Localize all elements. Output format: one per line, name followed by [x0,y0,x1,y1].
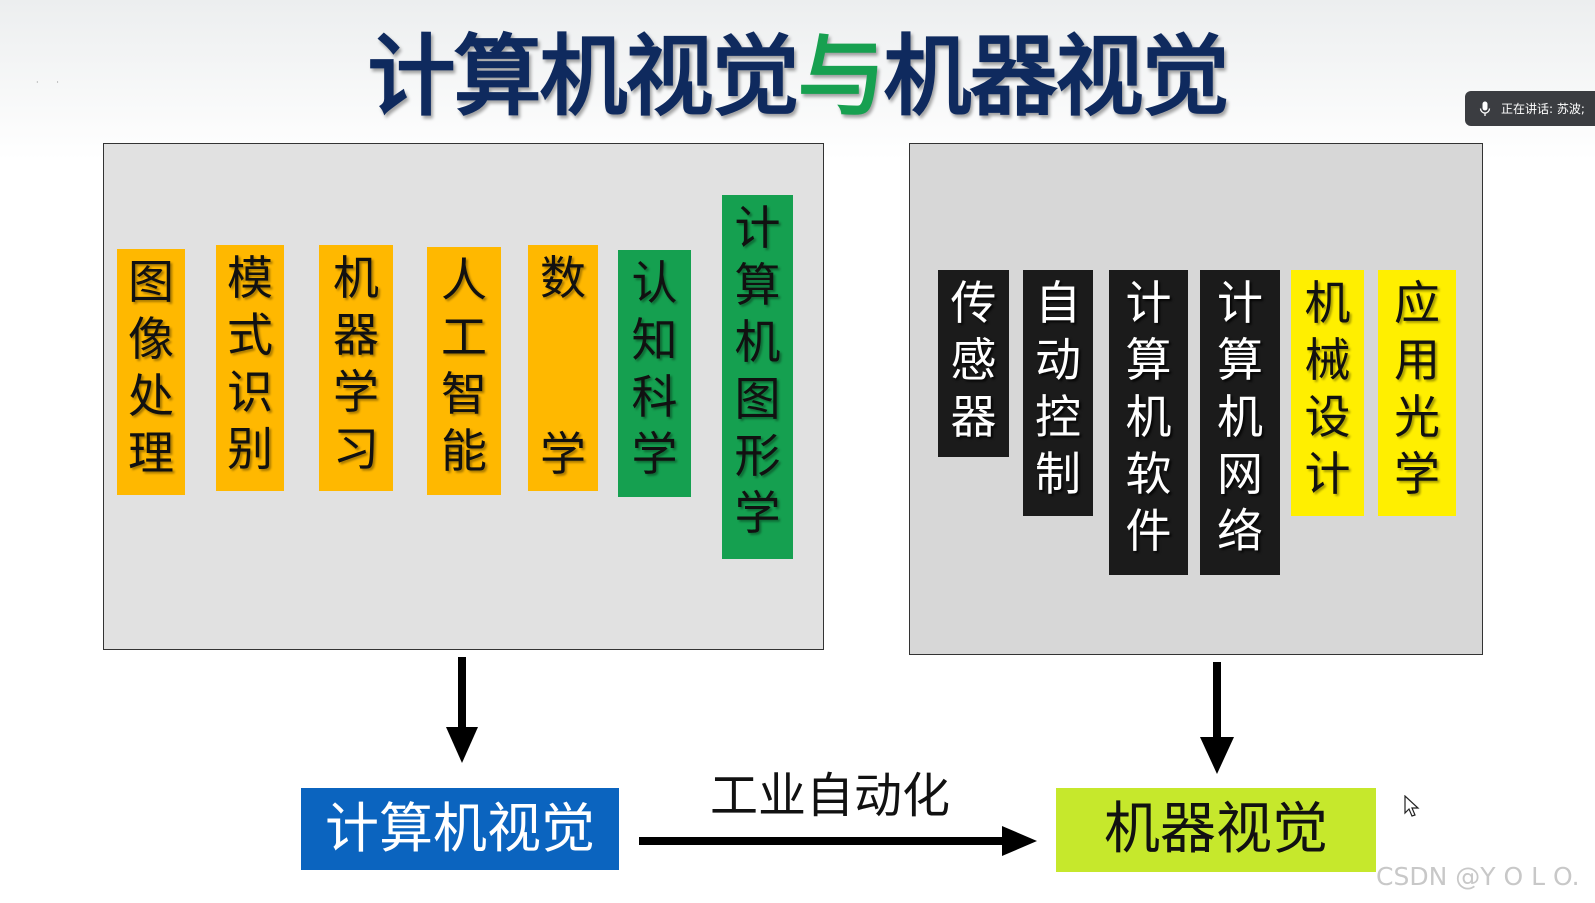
field-char: 传 [950,276,997,330]
field-char: 学 [333,365,379,419]
field-char: 设 [1304,390,1351,444]
field-char: 动 [1035,333,1081,387]
field-char: 学 [631,427,678,481]
field-char: 学 [734,486,781,540]
field-box: 机器学习 [319,245,393,491]
field-char: 械 [1304,333,1351,387]
field-char: 感 [950,333,997,387]
field-char: 机 [333,251,379,305]
field-box: 模式识别 [216,245,284,491]
field-box: 计算机软件 [1109,270,1188,575]
field-char: 算 [734,258,781,312]
field-char: 人 [441,253,487,307]
field-char: 软 [1125,447,1172,501]
field-char: 应 [1394,276,1440,330]
field-char: 计 [1304,447,1351,501]
title-machine-vision: 机器视觉 [883,25,1230,128]
field-char: 工 [441,310,487,364]
field-char: 用 [1394,333,1440,387]
arrow-right-automation [639,826,1037,856]
decorative-dots: · · [36,78,59,87]
field-char: 学 [540,427,586,481]
field-char: 控 [1035,390,1081,444]
field-char: 机 [1125,390,1172,444]
field-char: 网 [1217,447,1263,501]
field-char: 计 [1217,276,1263,330]
field-char: 器 [950,390,997,444]
field-char: 形 [734,429,781,483]
field-char: 数 [540,251,586,305]
speaking-indicator: 正在讲话: 苏波; [1465,91,1595,126]
field-box: 机械设计 [1291,270,1364,516]
field-char: 络 [1217,504,1263,558]
field-char: 科 [631,370,678,424]
field-box: 传感器 [938,270,1009,457]
field-char: 器 [333,308,379,362]
field-char: 图 [128,255,174,309]
industrial-automation-label: 工业自动化 [709,768,950,824]
field-char: 计 [734,201,781,255]
field-char: 式 [227,308,273,362]
field-char: 识 [227,365,273,419]
computer-vision-box: 计算机视觉 [301,788,619,870]
field-char: 计 [1125,276,1172,330]
field-box: 认知科学 [618,250,691,497]
watermark: CSDN @Y O L O. [1376,862,1580,891]
title-connector: 与 [797,25,885,128]
field-box: 应用光学 [1378,270,1456,516]
field-box: 自动控制 [1023,270,1093,516]
field-char: 智 [441,367,487,421]
header-background [0,0,1595,160]
field-box: 计算机图形学 [722,195,793,559]
field-char: 模 [227,251,273,305]
field-char: 机 [1304,276,1351,330]
field-char: 别 [227,422,273,476]
slide-title: 计算机视觉与机器视觉 [0,22,1595,132]
field-box: 数学 [528,245,598,491]
machine-vision-box: 机器视觉 [1056,788,1376,872]
field-char: 知 [631,313,678,367]
field-char: 理 [128,426,174,480]
arrow-down-right [1200,662,1234,774]
field-box: 计算机网络 [1200,270,1280,575]
field-box: 人工智能 [427,247,501,495]
field-char: 算 [1217,333,1263,387]
title-computer-vision: 计算机视觉 [367,25,799,128]
field-char: 学 [1394,447,1440,501]
field-char: 认 [631,256,678,310]
field-char: 图 [734,372,781,426]
speaking-label: 正在讲话: 苏波; [1501,102,1585,116]
field-char: 能 [441,424,487,478]
field-char: 处 [128,369,174,423]
mouse-pointer-icon [1404,795,1420,817]
microphone-icon [1479,101,1491,117]
field-char: 制 [1035,447,1081,501]
field-box: 图像处理 [117,249,185,495]
arrow-down-left [446,657,478,763]
field-char: 机 [1217,390,1263,444]
field-char: 算 [1125,333,1172,387]
field-char: 件 [1125,504,1172,558]
field-char: 机 [734,315,781,369]
field-char: 习 [333,422,379,476]
field-char: 光 [1394,390,1440,444]
field-char: 像 [128,312,174,366]
field-char: 自 [1035,276,1081,330]
